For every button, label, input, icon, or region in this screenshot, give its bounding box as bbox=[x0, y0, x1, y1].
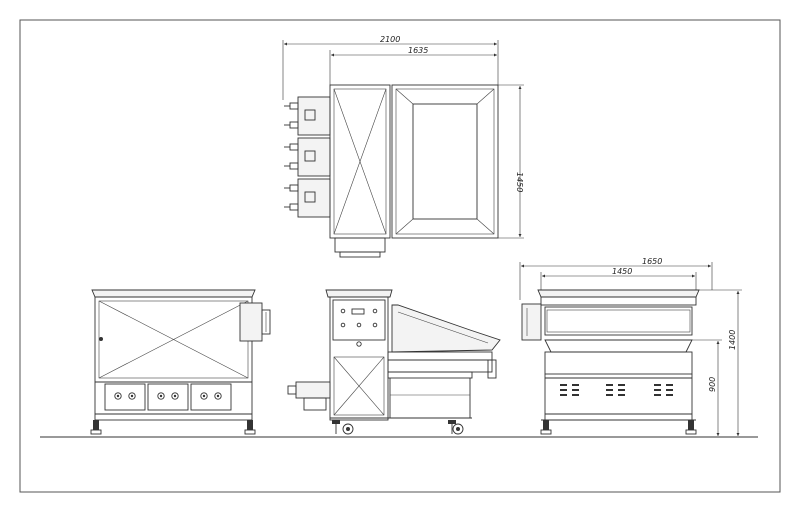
dim-top-width-inner: 1635 bbox=[408, 46, 428, 55]
side-view-casters bbox=[332, 420, 464, 435]
dim-top-depth: 1450 bbox=[515, 172, 524, 192]
top-view-hopper bbox=[391, 84, 499, 239]
control-panel bbox=[332, 299, 386, 341]
end-view-louvers bbox=[560, 384, 673, 396]
side-view bbox=[287, 289, 501, 435]
dim-top-width-total: 2100 bbox=[380, 35, 400, 44]
end-view: 1650 1450 1400 900 bbox=[519, 257, 742, 436]
dim-end-height-total: 1400 bbox=[728, 330, 737, 350]
dim-end-width-total: 1650 bbox=[642, 257, 662, 266]
front-view-control-boxes bbox=[104, 383, 232, 411]
end-view-dimensions: 1650 1450 1400 900 bbox=[519, 257, 742, 436]
drawing-frame bbox=[19, 19, 781, 493]
dim-end-height-lower: 900 bbox=[708, 377, 717, 392]
dim-end-width-inner: 1450 bbox=[612, 267, 632, 276]
top-view: 2100 1635 1450 bbox=[282, 35, 524, 258]
top-view-dimensions: 2100 1635 1450 bbox=[282, 35, 524, 239]
top-view-drawers bbox=[284, 96, 331, 218]
top-view-main-body bbox=[329, 84, 391, 258]
front-view bbox=[90, 289, 271, 435]
